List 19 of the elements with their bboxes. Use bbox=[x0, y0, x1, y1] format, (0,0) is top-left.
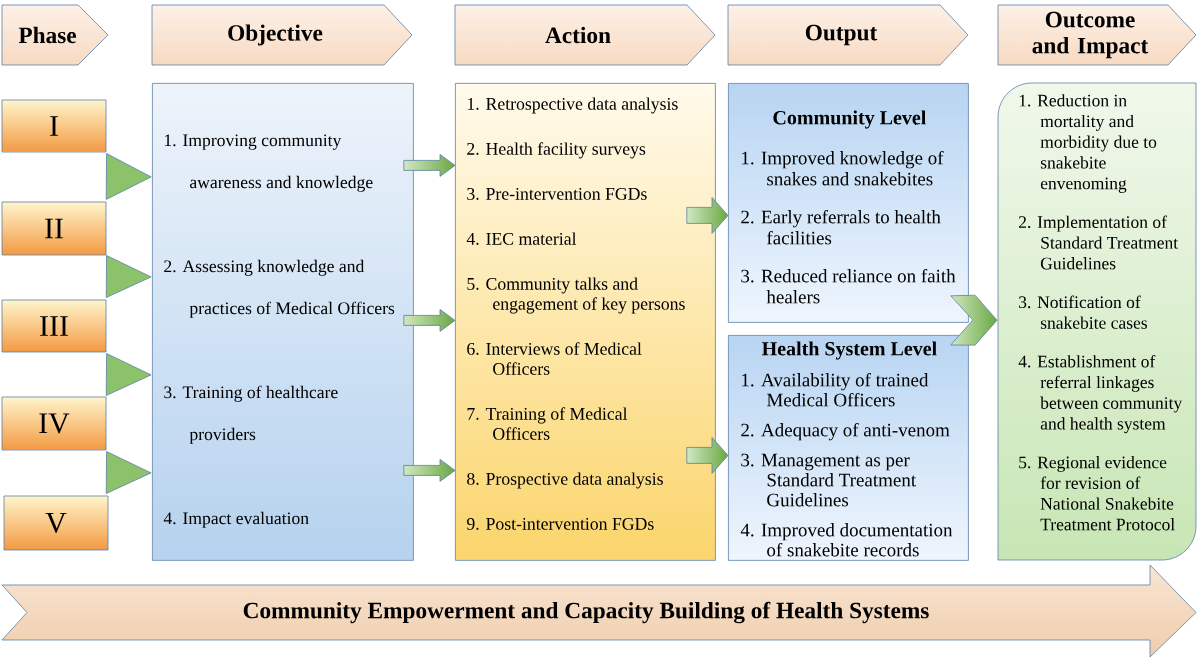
phase-box: II bbox=[1, 201, 107, 256]
column-header: Phase bbox=[1, 4, 109, 66]
objective-panel: 1. Improving community awareness and knowledge 2. Assessing knowledge and practices of Medical Officers 3. Training of healthcare providers 4. Impact evaluation bbox=[152, 83, 414, 561]
column-header: Objective bbox=[151, 4, 413, 66]
outcome-panel: 1. Reduction in mortality and morbidity due to snakebite envenoming 2. Implementation of Standard Treatment Guidelines 3. Notification of snakebite cases 4. Establishment of referral linkages between community and health system 5. Regional evidence for revision of National Snakebite Treatment Protocol bbox=[997, 82, 1197, 561]
phase-box: V bbox=[3, 495, 109, 551]
phase-box: IV bbox=[1, 396, 107, 451]
triangle-arrow bbox=[105, 353, 152, 396]
phase-box: III bbox=[1, 299, 107, 353]
column-header: Action bbox=[454, 4, 716, 66]
triangle-arrow bbox=[105, 153, 152, 200]
triangle-arrow bbox=[105, 451, 152, 494]
phase-box: I bbox=[1, 99, 107, 153]
triangle-arrow bbox=[105, 255, 152, 298]
action-panel: 1. Retrospective data analysis 2. Health facility surveys 3. Pre-intervention FGDs 4. IEC material 5. Community talks and engagement of key persons 6. Interviews of Medical Officers 7. Training of Medical Officers 8. Prospective data analysis 9. Post-intervention FGDs bbox=[455, 83, 716, 561]
output-panel: Health System Level 1. Availability of trained Medical Officers 2. Adequacy of anti-venom 3. Management as per Standard Treatment Guidelines 4. Improved documentation of snakebite records bbox=[728, 335, 969, 561]
column-header: Output bbox=[727, 4, 969, 66]
output-panel: Community Level 1. Improved knowledge of snakes and snakebites 2. Early referrals to health facilities 3. Reduced reliance on faith healers bbox=[728, 83, 969, 323]
column-header: Outcome and Impact bbox=[997, 4, 1197, 66]
